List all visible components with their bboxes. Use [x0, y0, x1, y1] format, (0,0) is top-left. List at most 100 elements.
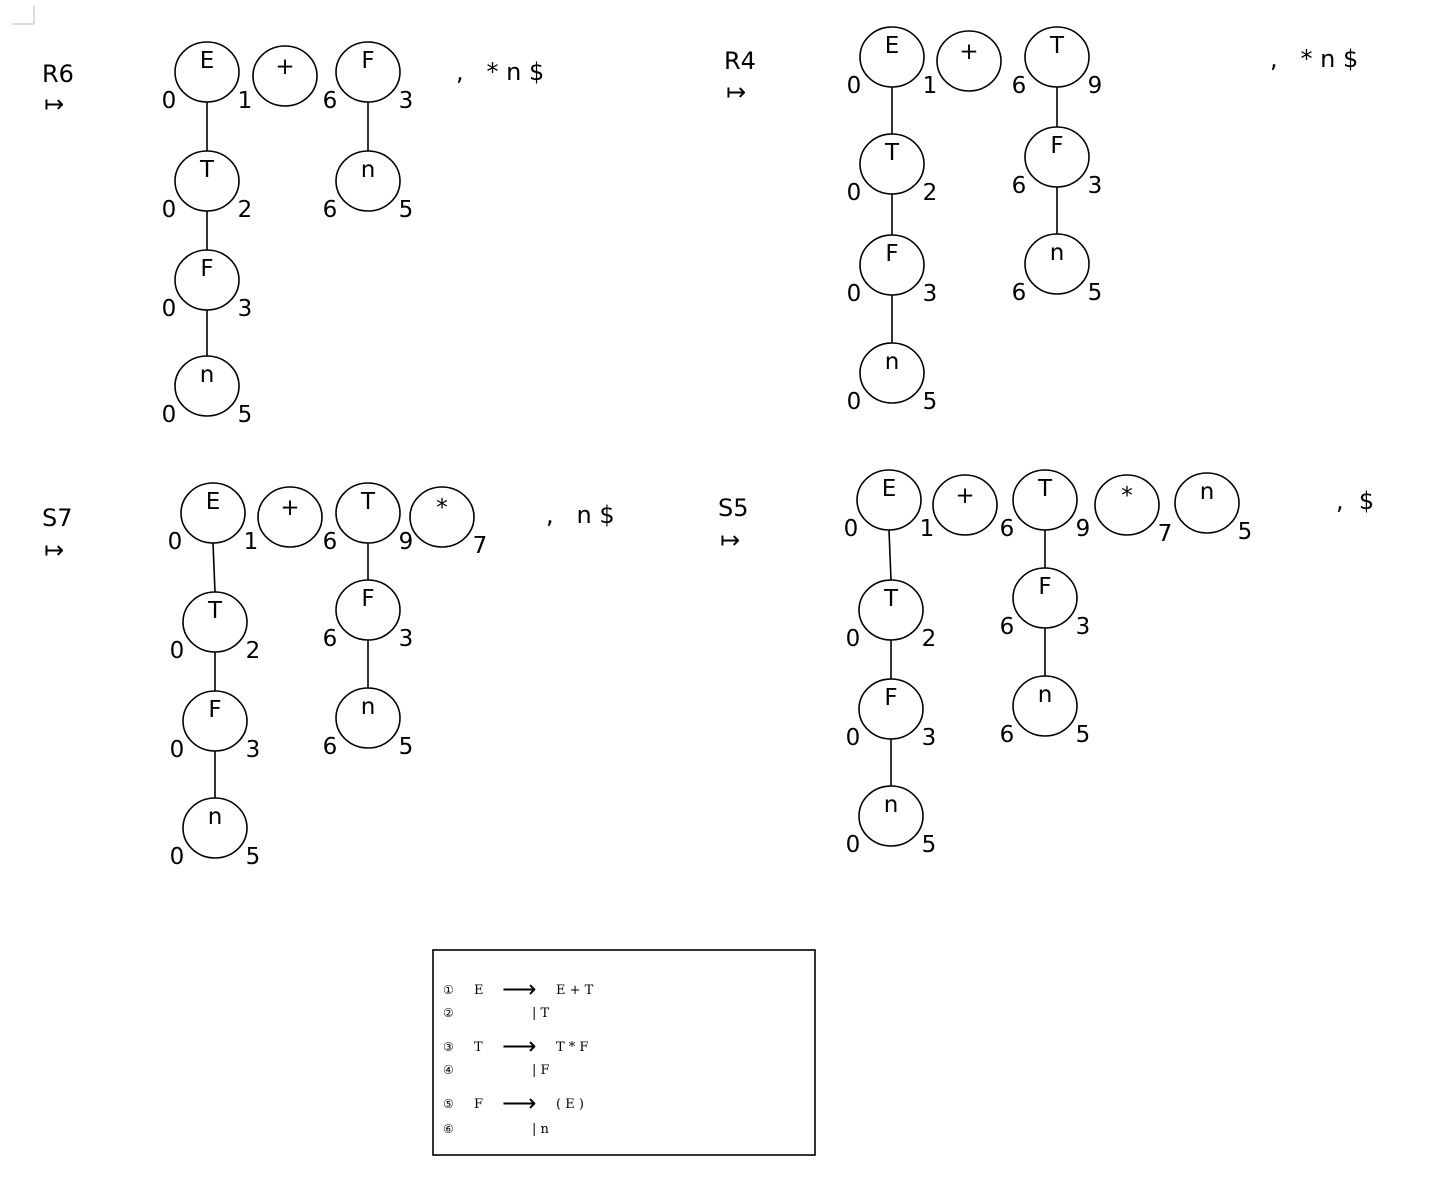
state-left: 0 [847, 281, 862, 307]
node-circle [174, 355, 240, 417]
rule-lhs: F [474, 1097, 483, 1112]
state-right: 5 [922, 832, 937, 858]
grammar-symbol: n [208, 804, 223, 830]
grammar-symbol: n [200, 362, 215, 388]
grammar-symbol: T [883, 586, 899, 612]
transition-arrow: ↦ [720, 526, 740, 554]
rule-rhs: ( E ) [556, 1097, 584, 1112]
state-left: 6 [1000, 516, 1015, 542]
stack-node: T0 2 [847, 133, 938, 206]
node-circle [1174, 472, 1240, 534]
state-left: 0 [847, 180, 862, 206]
rule-arrow: ⟶ [502, 1032, 536, 1060]
node-circle [858, 579, 924, 641]
grammar-symbol: n [1050, 240, 1065, 266]
node-circle [1012, 567, 1078, 629]
grammar-symbol: F [361, 48, 374, 74]
grammar-rule: ⑥| n [443, 1122, 550, 1137]
rule-lhs: T [474, 1040, 483, 1055]
state-right: 7 [473, 533, 488, 559]
grammar-symbol: n [1200, 479, 1215, 505]
state-right: 9 [1088, 73, 1103, 99]
state-left: 0 [846, 626, 861, 652]
node-circle [252, 45, 318, 107]
grammar-symbol: F [885, 241, 898, 267]
state-right: 5 [399, 197, 414, 223]
state-right: 2 [923, 180, 938, 206]
node-circle [1012, 675, 1078, 737]
state-right: 2 [238, 197, 253, 223]
action-label: R4 [724, 47, 756, 75]
remaining-input: , $ [1336, 487, 1374, 515]
node-circle [257, 486, 323, 548]
corner-mark [12, 6, 35, 25]
node-circle [174, 41, 240, 103]
state-left: 0 [162, 197, 177, 223]
rule-arrow: ⟶ [502, 1089, 536, 1117]
node-circle [182, 690, 248, 752]
state-right: 3 [246, 737, 261, 763]
stack-node: + [252, 45, 318, 107]
grammar-symbol: + [280, 495, 299, 521]
state-left: 6 [323, 529, 338, 555]
state-right: 5 [1088, 280, 1103, 306]
grammar-symbol: F [208, 697, 221, 723]
grammar-symbol: + [275, 54, 294, 80]
remaining-input: , * n $ [456, 58, 544, 86]
state-right: 1 [923, 73, 938, 99]
state-right: 5 [1238, 519, 1253, 545]
stack-node: *7 [1094, 474, 1172, 547]
node-circle [936, 30, 1002, 92]
grammar-symbol: T [884, 140, 900, 166]
state-left: 6 [323, 626, 338, 652]
stack-node: + [932, 474, 998, 536]
node-circle [859, 342, 925, 404]
rule-lhs: E [474, 983, 484, 998]
state-right: 2 [922, 626, 937, 652]
state-right: 9 [1076, 516, 1091, 542]
grammar-symbol: + [955, 483, 974, 509]
stack-node: + [257, 486, 323, 548]
grammar-symbol: T [207, 598, 223, 624]
state-left: 0 [847, 389, 862, 415]
state-right: 1 [244, 529, 259, 555]
state-left: 6 [1000, 722, 1015, 748]
stack-node: + [936, 30, 1002, 92]
rule-rhs: | n [532, 1122, 550, 1137]
state-left: 0 [162, 402, 177, 428]
node-circle [1024, 26, 1090, 88]
state-left: 0 [846, 725, 861, 751]
grammar-box-border [432, 949, 816, 1156]
state-right: 1 [238, 88, 253, 114]
tree-edge [888, 529, 892, 581]
state-left: 6 [323, 734, 338, 760]
node-circle [1024, 126, 1090, 188]
node-circle [859, 133, 925, 195]
grammar-symbol: n [361, 157, 376, 183]
stack-node: *7 [409, 486, 488, 559]
node-circle [409, 486, 475, 548]
action-label: S5 [718, 494, 749, 522]
stack-node: n5 [1174, 472, 1253, 545]
node-circle [335, 687, 401, 749]
node-circle [335, 482, 401, 544]
grammar-symbol: n [884, 792, 899, 818]
action-label: S7 [42, 504, 73, 532]
state-right: 3 [923, 281, 938, 307]
state-right: 3 [238, 296, 253, 322]
grammar-symbol: n [361, 694, 376, 720]
state-right: 2 [246, 638, 261, 664]
rule-number: ④ [443, 1063, 454, 1077]
